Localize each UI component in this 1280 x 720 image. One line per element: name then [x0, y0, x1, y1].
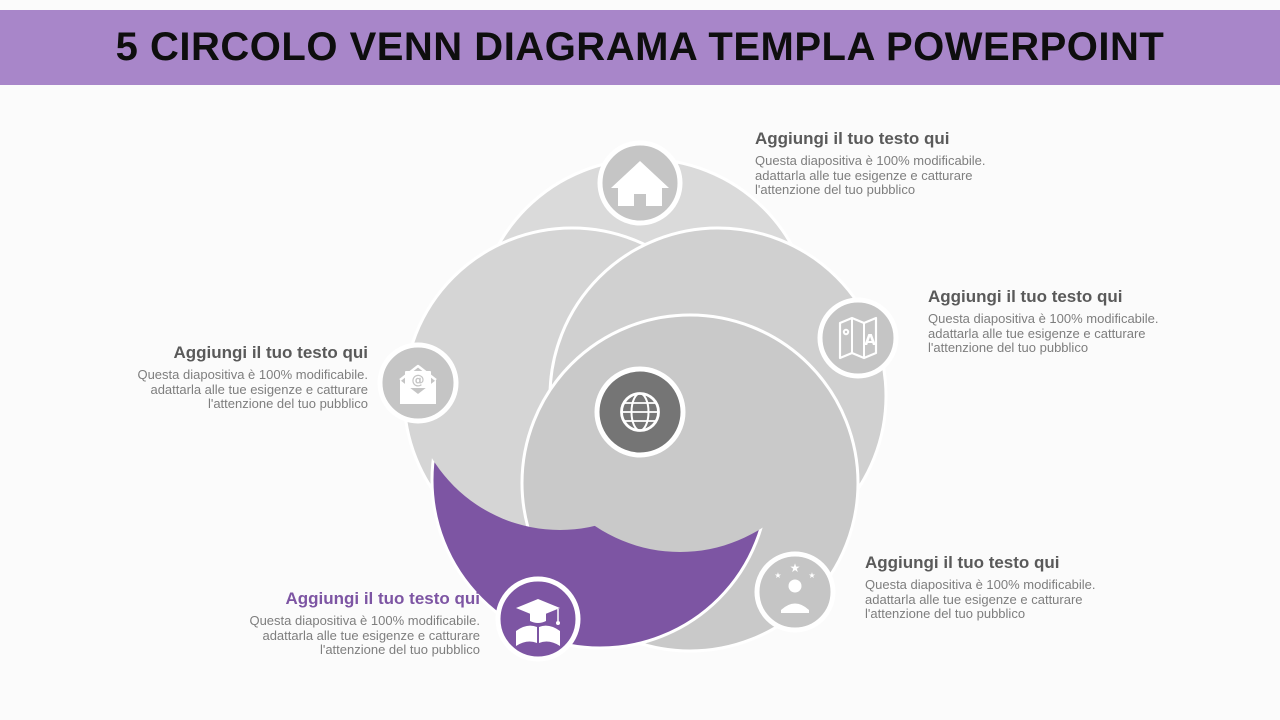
item-body: Questa diapositiva è 100% modificabile. …: [249, 613, 480, 658]
item-body: Questa diapositiva è 100% modificabile. …: [137, 367, 368, 412]
house-icon: [597, 140, 683, 226]
house-door: [634, 194, 646, 206]
book-right-page: [539, 625, 560, 646]
email-pocket: [400, 380, 436, 404]
item-heading: Aggiungi il tuo testo qui: [755, 129, 950, 148]
item-heading: Aggiungi il tuo testo qui: [173, 343, 368, 362]
person-shoulders: [781, 603, 809, 613]
map-outline: [838, 316, 878, 360]
map-icon: A: [817, 297, 899, 379]
item-heading: Aggiungi il tuo testo qui: [865, 553, 1060, 572]
globe-icon: [594, 366, 686, 458]
star-left: ★: [774, 571, 781, 580]
email-paper: [405, 371, 431, 388]
header-banner: 5 CIRCOLO VENN DIAGRAMA TEMPLA POWERPOIN…: [0, 10, 1280, 85]
petal-bottom-left-purple: [430, 310, 770, 650]
page-title: 5 CIRCOLO VENN DIAGRAMA TEMPLA POWERPOIN…: [115, 25, 1165, 69]
graduation-cap-icon: [495, 576, 581, 662]
text-block-left: Aggiungi il tuo testo qui Questa diaposi…: [132, 343, 368, 412]
item-body: Questa diapositiva è 100% modificabile. …: [755, 153, 986, 198]
star-right: ★: [808, 571, 815, 580]
text-block-top: Aggiungi il tuo testo qui Questa diaposi…: [755, 129, 991, 198]
text-block-bottom-right: Aggiungi il tuo testo qui Questa diaposi…: [865, 553, 1101, 622]
person-head: [788, 579, 802, 593]
item-body: Questa diapositiva è 100% modificabile. …: [928, 311, 1159, 356]
star-center: ★: [790, 561, 801, 575]
map-folds: [851, 318, 865, 358]
map-pin-hole: [844, 330, 848, 334]
cap-band: [530, 612, 546, 623]
item-heading: Aggiungi il tuo testo qui: [928, 287, 1123, 306]
text-block-bottom-left: Aggiungi il tuo testo qui Questa diaposi…: [244, 589, 480, 658]
book-left-page: [516, 625, 537, 646]
map-icon-badge: [817, 297, 899, 379]
item-heading: Aggiungi il tuo testo qui: [285, 589, 480, 608]
email-at-sign: @: [412, 373, 425, 388]
globe-parallels: [621, 402, 659, 422]
text-block-right: Aggiungi il tuo testo qui Questa diaposi…: [928, 287, 1164, 356]
map-letter-a: A: [864, 331, 876, 349]
mortarboard: [516, 599, 560, 617]
person-stars-icon: ★ ★ ★: [754, 551, 836, 633]
tassel-end: [556, 621, 560, 625]
email-icon: @: [377, 342, 459, 424]
item-body: Questa diapositiva è 100% modificabile. …: [865, 577, 1096, 622]
house-shape: [611, 161, 669, 206]
